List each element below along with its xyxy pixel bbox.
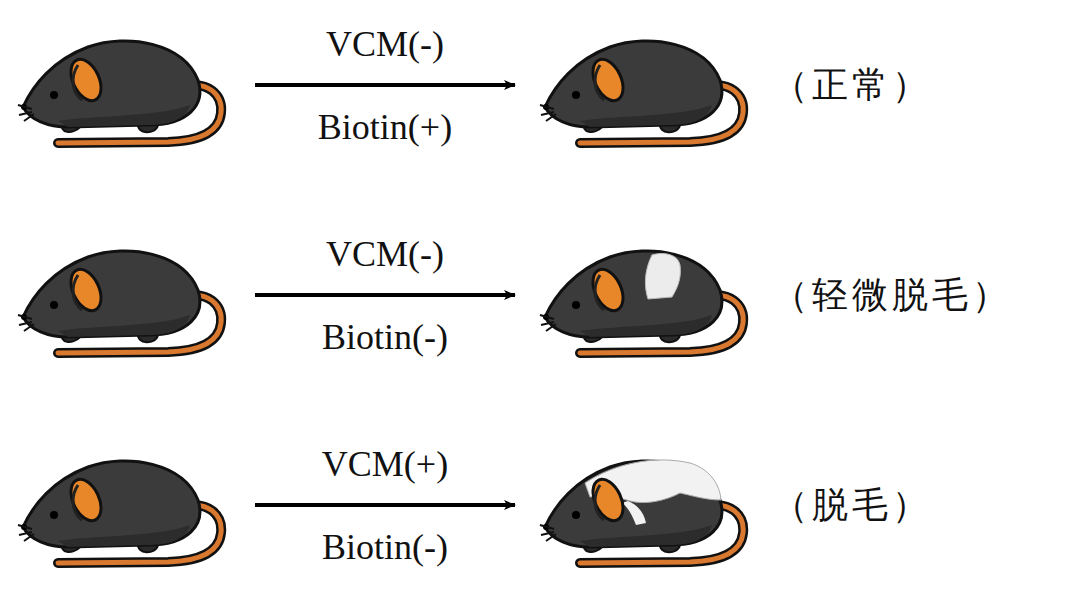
result-label: （轻微脱毛） (772, 275, 1012, 315)
treatment-label: Biotin(+) (318, 108, 452, 148)
treatment-label: VCM(-) (326, 25, 444, 65)
treatment-label: Biotin(-) (322, 318, 448, 358)
treatment-label: Biotin(-) (322, 528, 448, 568)
arrow (255, 293, 515, 297)
mouse-mild-hair-loss (540, 251, 743, 353)
mouse-before (18, 251, 221, 353)
treatment-label: VCM(-) (326, 235, 444, 275)
mouse-hair-loss (540, 460, 743, 563)
arrow (255, 503, 515, 507)
result-label: （正常） (772, 65, 932, 105)
mouse-normal (540, 41, 743, 143)
mouse-before (18, 41, 221, 143)
result-label: （脱毛） (772, 485, 932, 525)
treatment-label: VCM(+) (322, 445, 448, 485)
mouse-before (18, 461, 221, 563)
arrow (255, 83, 515, 87)
